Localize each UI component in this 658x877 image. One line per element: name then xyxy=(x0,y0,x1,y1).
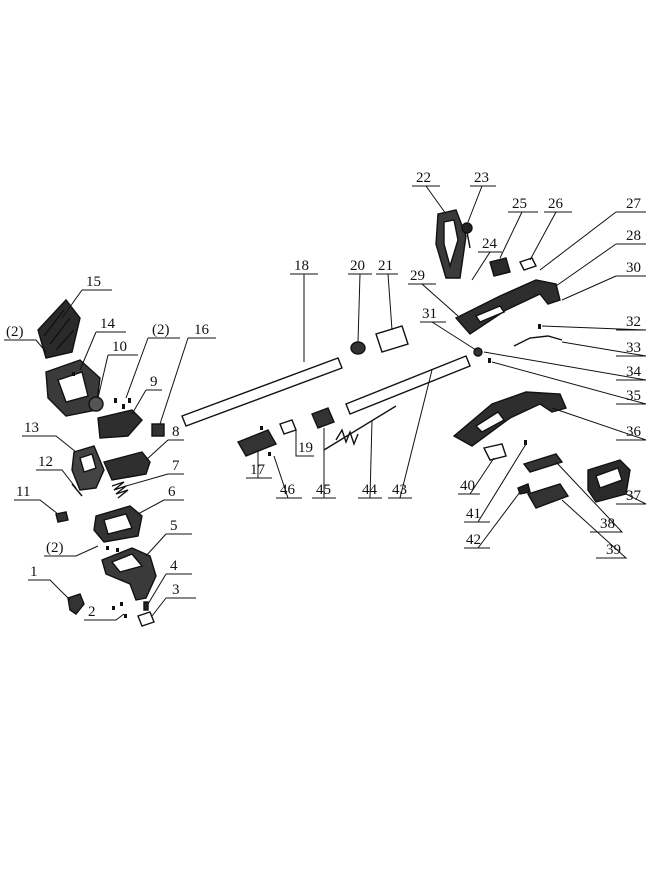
part-21-collar xyxy=(375,325,409,353)
label-42: 42 xyxy=(466,532,481,548)
part-20-ring xyxy=(350,341,366,355)
part-46-screw xyxy=(268,452,271,456)
label-13: 13 xyxy=(24,420,39,436)
part-3-plate xyxy=(137,611,155,627)
part-42-block xyxy=(517,483,531,495)
label-19: 19 xyxy=(298,440,313,456)
label-1: 1 xyxy=(30,564,38,580)
part-drawings xyxy=(37,209,631,627)
label-6: 6 xyxy=(168,484,176,500)
part-40-cap xyxy=(482,443,507,461)
part-19-sleeve xyxy=(279,419,297,435)
part-33-bar xyxy=(513,335,563,347)
part-35-screw xyxy=(488,358,491,363)
label-32: 32 xyxy=(626,314,641,330)
label-25: 25 xyxy=(512,196,527,212)
label-45: 45 xyxy=(316,482,331,498)
part-44-spring xyxy=(335,428,359,447)
label-8: 8 xyxy=(172,424,180,440)
part-17-coupler xyxy=(236,426,278,457)
label-9: 9 xyxy=(150,374,158,390)
screws-group-b xyxy=(106,546,127,618)
label-qty-c: (2) xyxy=(46,540,64,556)
part-14-motor-housing xyxy=(45,359,101,417)
part-labels: 15 14 (2) 10 (2) 16 9 13 8 7 12 11 6 (2)… xyxy=(6,170,642,620)
label-11: 11 xyxy=(16,484,30,500)
part-25-nut xyxy=(489,257,511,277)
label-15: 15 xyxy=(86,274,101,290)
label-27: 27 xyxy=(626,196,642,212)
part-18-tube xyxy=(181,357,343,427)
leader-lines xyxy=(4,185,647,621)
label-26: 26 xyxy=(548,196,564,212)
part-26-clip xyxy=(519,257,537,271)
label-10: 10 xyxy=(112,339,127,355)
label-qty-a: (2) xyxy=(6,324,24,340)
part-32-screw xyxy=(538,324,541,329)
part-23-knob xyxy=(461,222,473,234)
label-16: 16 xyxy=(194,322,210,338)
part-4-bolt xyxy=(143,601,149,611)
label-37: 37 xyxy=(626,488,642,504)
label-22: 22 xyxy=(416,170,431,186)
part-6-lower-housing xyxy=(93,505,143,543)
label-33: 33 xyxy=(626,340,641,356)
label-20: 20 xyxy=(350,258,365,274)
part-12-pin xyxy=(71,483,83,497)
label-24: 24 xyxy=(482,236,498,252)
label-17: 17 xyxy=(250,462,266,478)
part-38-switch xyxy=(522,453,564,473)
label-23: 23 xyxy=(474,170,489,186)
part-15-spool xyxy=(37,298,81,359)
part-8-arm xyxy=(103,451,151,481)
label-38: 38 xyxy=(600,516,615,532)
part-13-motor xyxy=(71,445,105,491)
label-34: 34 xyxy=(626,364,642,380)
label-7: 7 xyxy=(172,458,180,474)
label-46: 46 xyxy=(280,482,296,498)
part-1-clip xyxy=(67,593,85,615)
label-5: 5 xyxy=(170,518,178,534)
part-11-knob xyxy=(55,511,69,523)
part-5-guard xyxy=(101,547,157,601)
label-31: 31 xyxy=(422,306,437,322)
part-44-cable xyxy=(323,405,397,451)
label-29: 29 xyxy=(410,268,425,284)
label-14: 14 xyxy=(100,316,116,332)
label-44: 44 xyxy=(362,482,378,498)
label-4: 4 xyxy=(170,558,178,574)
part-9-bracket xyxy=(97,409,143,439)
label-41: 41 xyxy=(466,506,481,522)
part-37-battery xyxy=(587,459,631,503)
label-35: 35 xyxy=(626,388,641,404)
label-28: 28 xyxy=(626,228,641,244)
part-39-base xyxy=(526,483,570,509)
label-40: 40 xyxy=(460,478,475,494)
part-16-sleeve xyxy=(151,423,165,437)
label-21: 21 xyxy=(378,258,393,274)
label-qty-b: (2) xyxy=(152,322,170,338)
label-3: 3 xyxy=(172,582,180,598)
label-2: 2 xyxy=(88,604,96,620)
part-36-housing xyxy=(452,391,567,447)
screws-group-a xyxy=(72,372,131,409)
part-28-handle-assembly xyxy=(454,279,561,335)
label-18: 18 xyxy=(294,258,309,274)
label-30: 30 xyxy=(626,260,641,276)
label-12: 12 xyxy=(38,454,53,470)
label-39: 39 xyxy=(606,542,621,558)
part-41-screw xyxy=(524,440,527,445)
part-43-tube xyxy=(345,355,471,415)
label-36: 36 xyxy=(626,424,642,440)
part-10-gear xyxy=(88,396,104,412)
label-43: 43 xyxy=(392,482,407,498)
part-45-collar xyxy=(311,407,335,429)
part-7-spring xyxy=(111,481,129,499)
